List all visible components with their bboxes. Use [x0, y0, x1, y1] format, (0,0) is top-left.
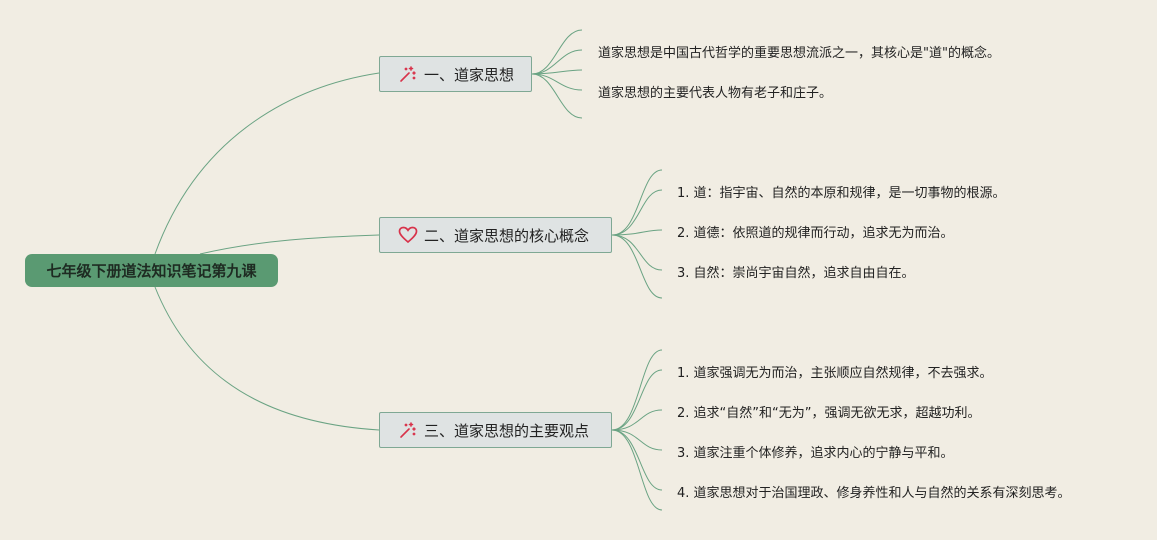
branch-node-1[interactable]: 一、道家思想 — [379, 56, 532, 92]
root-title: 七年级下册道法知识笔记第九课 — [46, 262, 257, 280]
branch-label: 三、道家思想的主要观点 — [424, 421, 590, 440]
leaf-text: 1. 道家强调无为而治，主张顺应自然规律，不去强求。 — [677, 366, 993, 381]
heart-icon — [398, 225, 418, 245]
branch-node-3[interactable]: 三、道家思想的主要观点 — [379, 412, 612, 448]
leaf-text: 1. 道：指宇宙、自然的本原和规律，是一切事物的根源。 — [677, 186, 1006, 201]
leaf-text: 3. 自然：崇尚宇宙自然，追求自由自在。 — [677, 266, 915, 281]
leaf-text: 4. 道家思想对于治国理政、修身养性和人与自然的关系有深刻思考。 — [677, 486, 1071, 501]
leaf-text: 2. 追求“自然”和“无为”，强调无欲无求，超越功利。 — [677, 406, 981, 421]
branch-label: 二、道家思想的核心概念 — [424, 226, 590, 245]
leaf-text: 3. 道家注重个体修养，追求内心的宁静与平和。 — [677, 446, 954, 461]
leaf-text: 道家思想的主要代表人物有老子和庄子。 — [598, 86, 833, 101]
branch-node-2[interactable]: 二、道家思想的核心概念 — [379, 217, 612, 253]
magic-wand-icon — [398, 64, 418, 84]
leaf-text: 2. 道德：依照道的规律而行动，追求无为而治。 — [677, 226, 954, 241]
root-node[interactable]: 七年级下册道法知识笔记第九课 — [25, 254, 278, 287]
branch-label: 一、道家思想 — [424, 65, 515, 84]
magic-wand-icon — [398, 420, 418, 440]
leaf-text: 道家思想是中国古代哲学的重要思想流派之一，其核心是"道"的概念。 — [598, 46, 1000, 61]
